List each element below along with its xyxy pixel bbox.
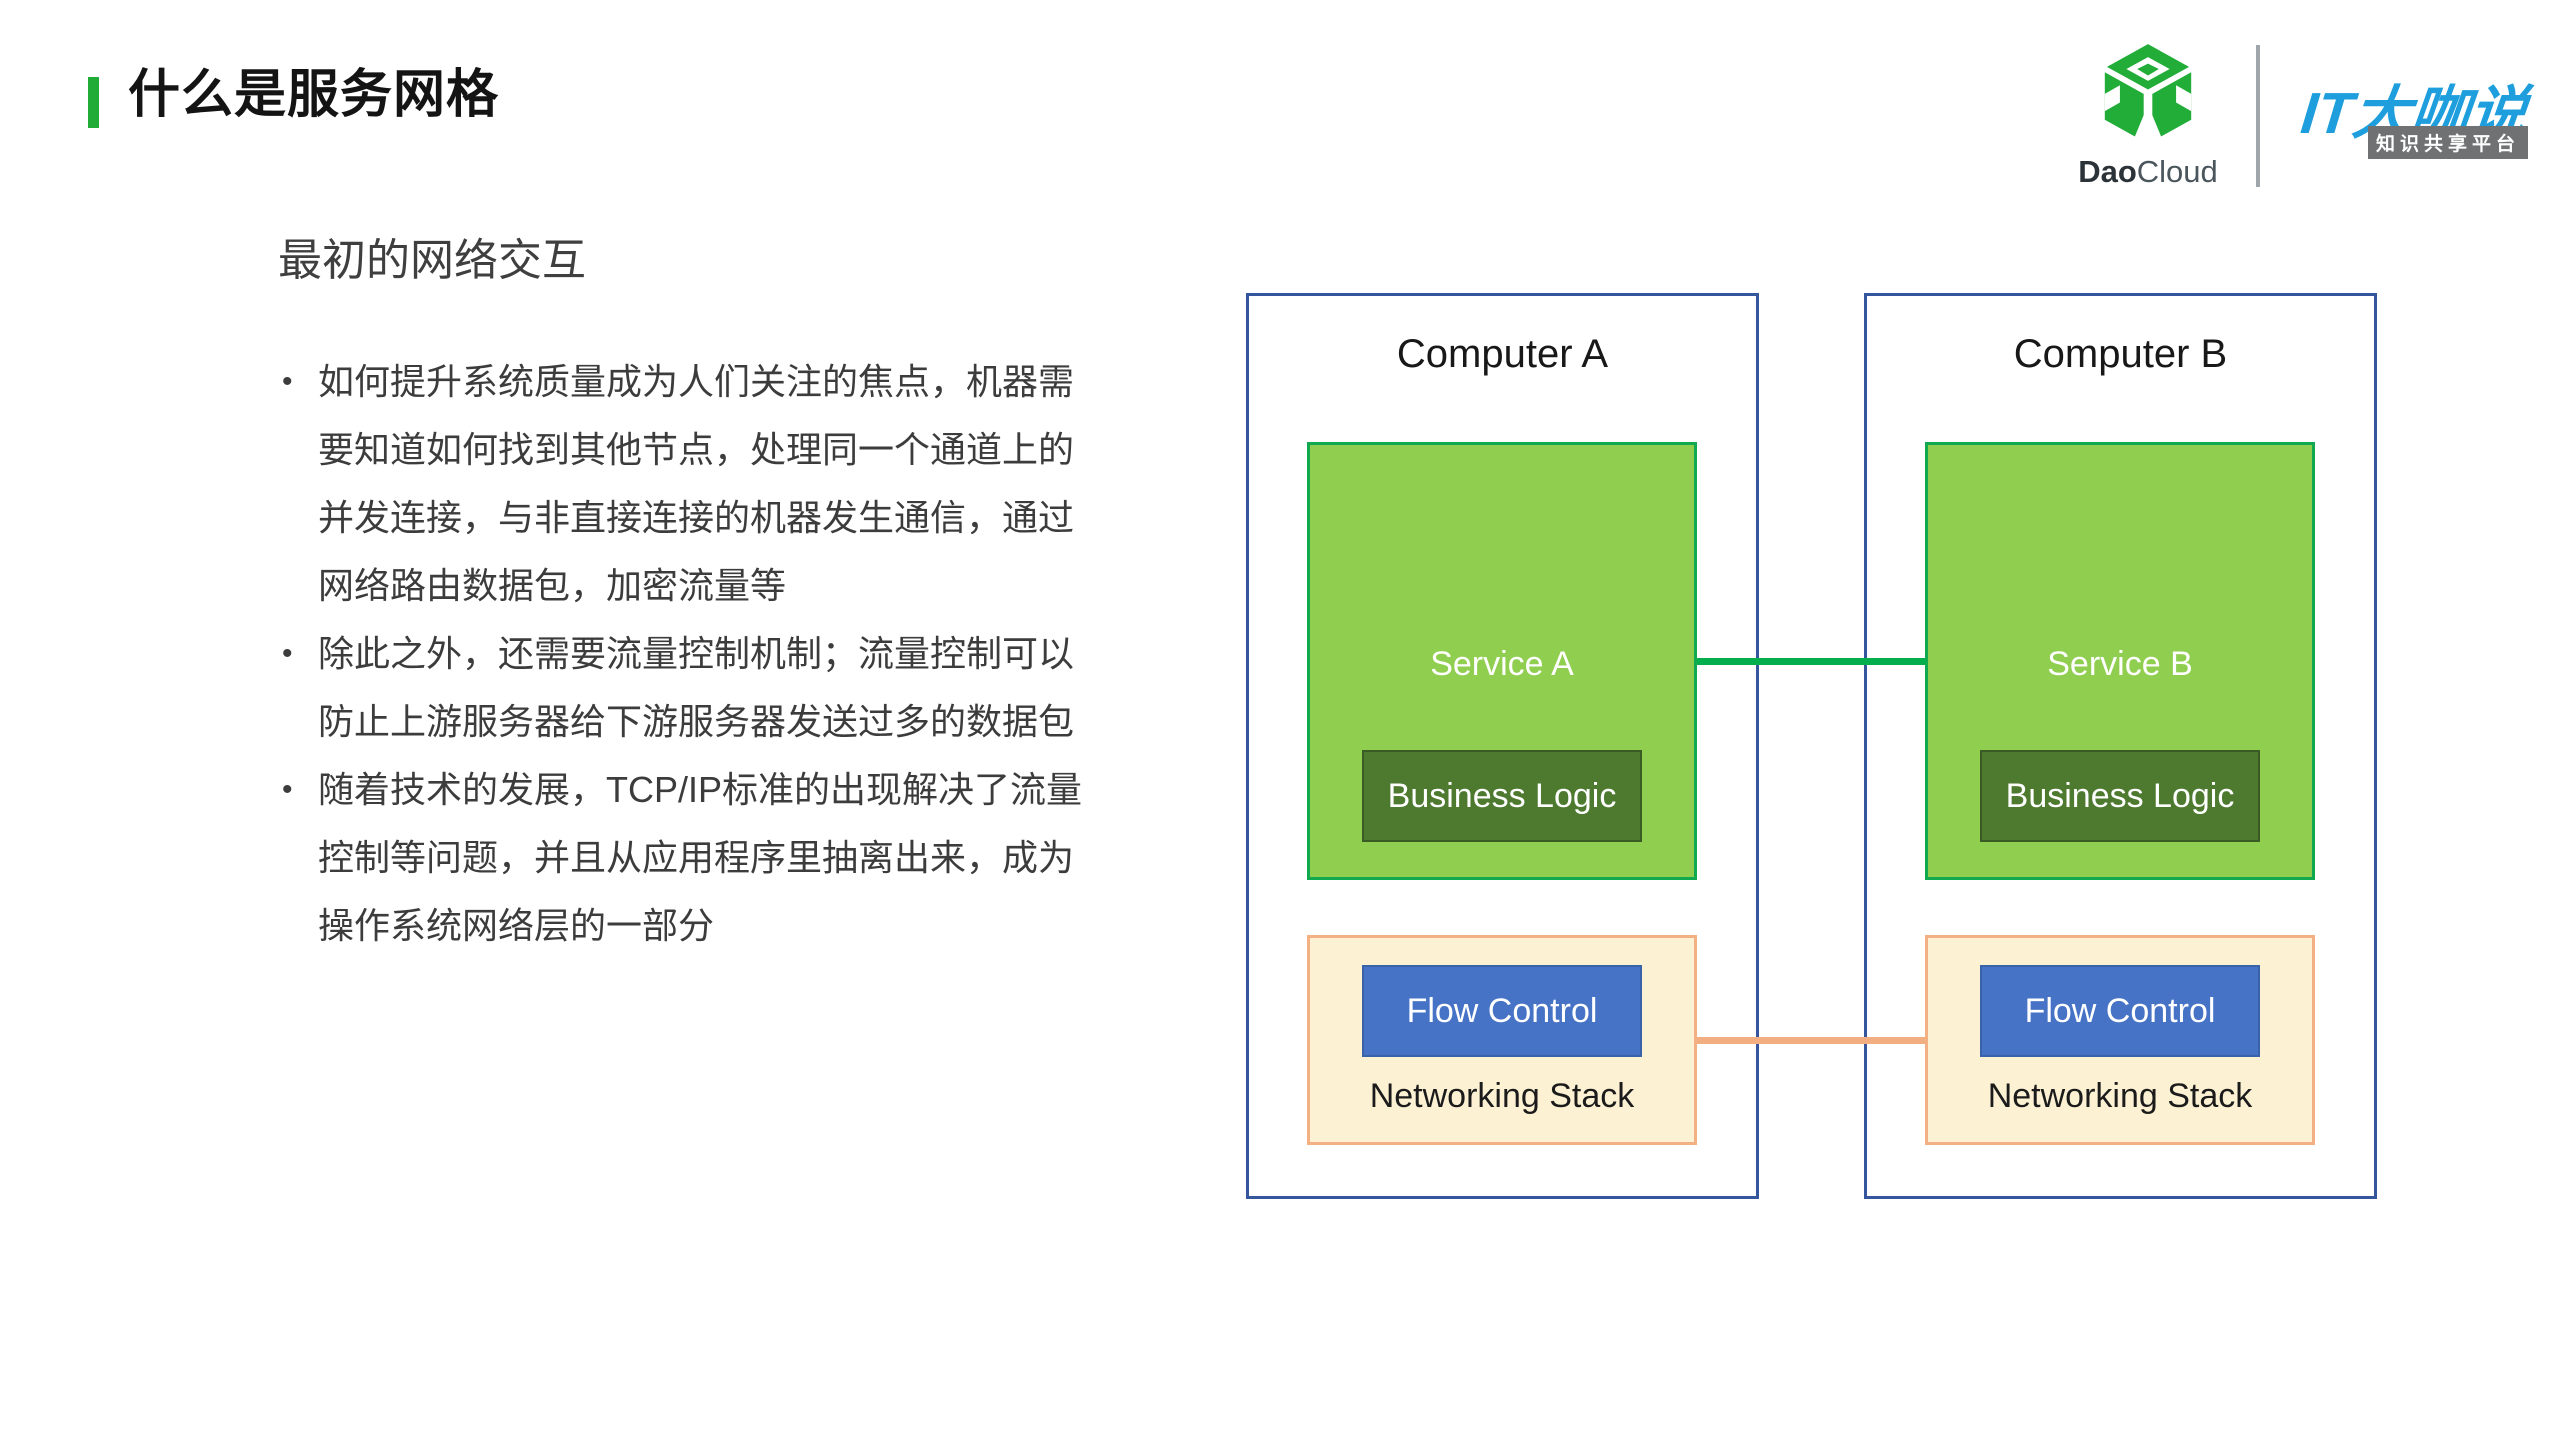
service-a-label: Service A (1430, 645, 1574, 683)
bullet-line: 并发连接，与非直接连接的机器发生通信，通过 (318, 497, 1075, 538)
computer-b-box: Computer B Service B Business Logic Flow… (1864, 293, 2377, 1199)
service-a-box: Service A Business Logic (1307, 442, 1697, 880)
bullet-line: 除此之外，还需要流量控制机制；流量控制可以 (318, 633, 1075, 674)
daocloud-wordmark-bold: Dao (2078, 154, 2137, 189)
networking-stack-a-box: Flow Control Networking Stack (1307, 935, 1697, 1145)
computer-a-title: Computer A (1396, 332, 1609, 376)
flow-control-a-box: Flow Control (1362, 965, 1642, 1057)
bullet-line: 操作系统网络层的一部分 (318, 905, 715, 946)
itdks-logo: IT大咖说 知识共享平台 (2298, 66, 2552, 186)
daocloud-cube-icon (2078, 42, 2218, 150)
bullet-line: 随着技术的发展，TCP/IP标准的出现解决了流量 (318, 769, 1083, 810)
networking-connector-line (1697, 1037, 1926, 1044)
flow-control-b-box: Flow Control (1980, 965, 2260, 1057)
bullet-item: 除此之外，还需要流量控制机制；流量控制可以 防止上游服务器给下游服务器发送过多的… (280, 620, 1140, 756)
business-logic-a-box: Business Logic (1362, 750, 1642, 842)
bullet-list: 如何提升系统质量成为人们关注的焦点，机器需 要知道如何找到其他节点，处理同一个通… (280, 348, 1140, 960)
bullet-line: 网络路由数据包，加密流量等 (318, 565, 787, 606)
business-logic-b-box: Business Logic (1980, 750, 2260, 842)
daocloud-wordmark-light: Cloud (2136, 154, 2218, 189)
title-accent-bar (88, 77, 99, 128)
bullet-item: 随着技术的发展，TCP/IP标准的出现解决了流量 控制等问题，并且从应用程序里抽… (280, 756, 1140, 960)
networking-stack-a-label: Networking Stack (1369, 1077, 1635, 1115)
daocloud-wordmark: DaoCloud (2078, 154, 2218, 190)
daocloud-logo: DaoCloud (2078, 42, 2218, 190)
bullet-line: 防止上游服务器给下游服务器发送过多的数据包 (318, 701, 1075, 742)
networking-stack-b-box: Flow Control Networking Stack (1925, 935, 2315, 1145)
bullet-line: 控制等问题，并且从应用程序里抽离出来，成为 (318, 837, 1075, 878)
computer-a-box: Computer A Service A Business Logic Flow… (1246, 293, 1759, 1199)
computer-b-title: Computer B (2013, 332, 2228, 376)
networking-stack-b-label: Networking Stack (1987, 1077, 2253, 1115)
itdks-tagline-badge: 知识共享平台 (2368, 126, 2529, 159)
section-subtitle: 最初的网络交互 (278, 236, 586, 285)
service-b-box: Service B Business Logic (1925, 442, 2315, 880)
bullet-line: 如何提升系统质量成为人们关注的焦点，机器需 (318, 361, 1075, 402)
bullet-item: 如何提升系统质量成为人们关注的焦点，机器需 要知道如何找到其他节点，处理同一个通… (280, 348, 1140, 620)
service-connector-line (1697, 658, 1926, 665)
bullet-line: 要知道如何找到其他节点，处理同一个通道上的 (318, 429, 1075, 470)
page-title: 什么是服务网格 (128, 66, 500, 124)
service-b-label: Service B (2047, 645, 2193, 683)
logo-separator (2256, 45, 2260, 187)
